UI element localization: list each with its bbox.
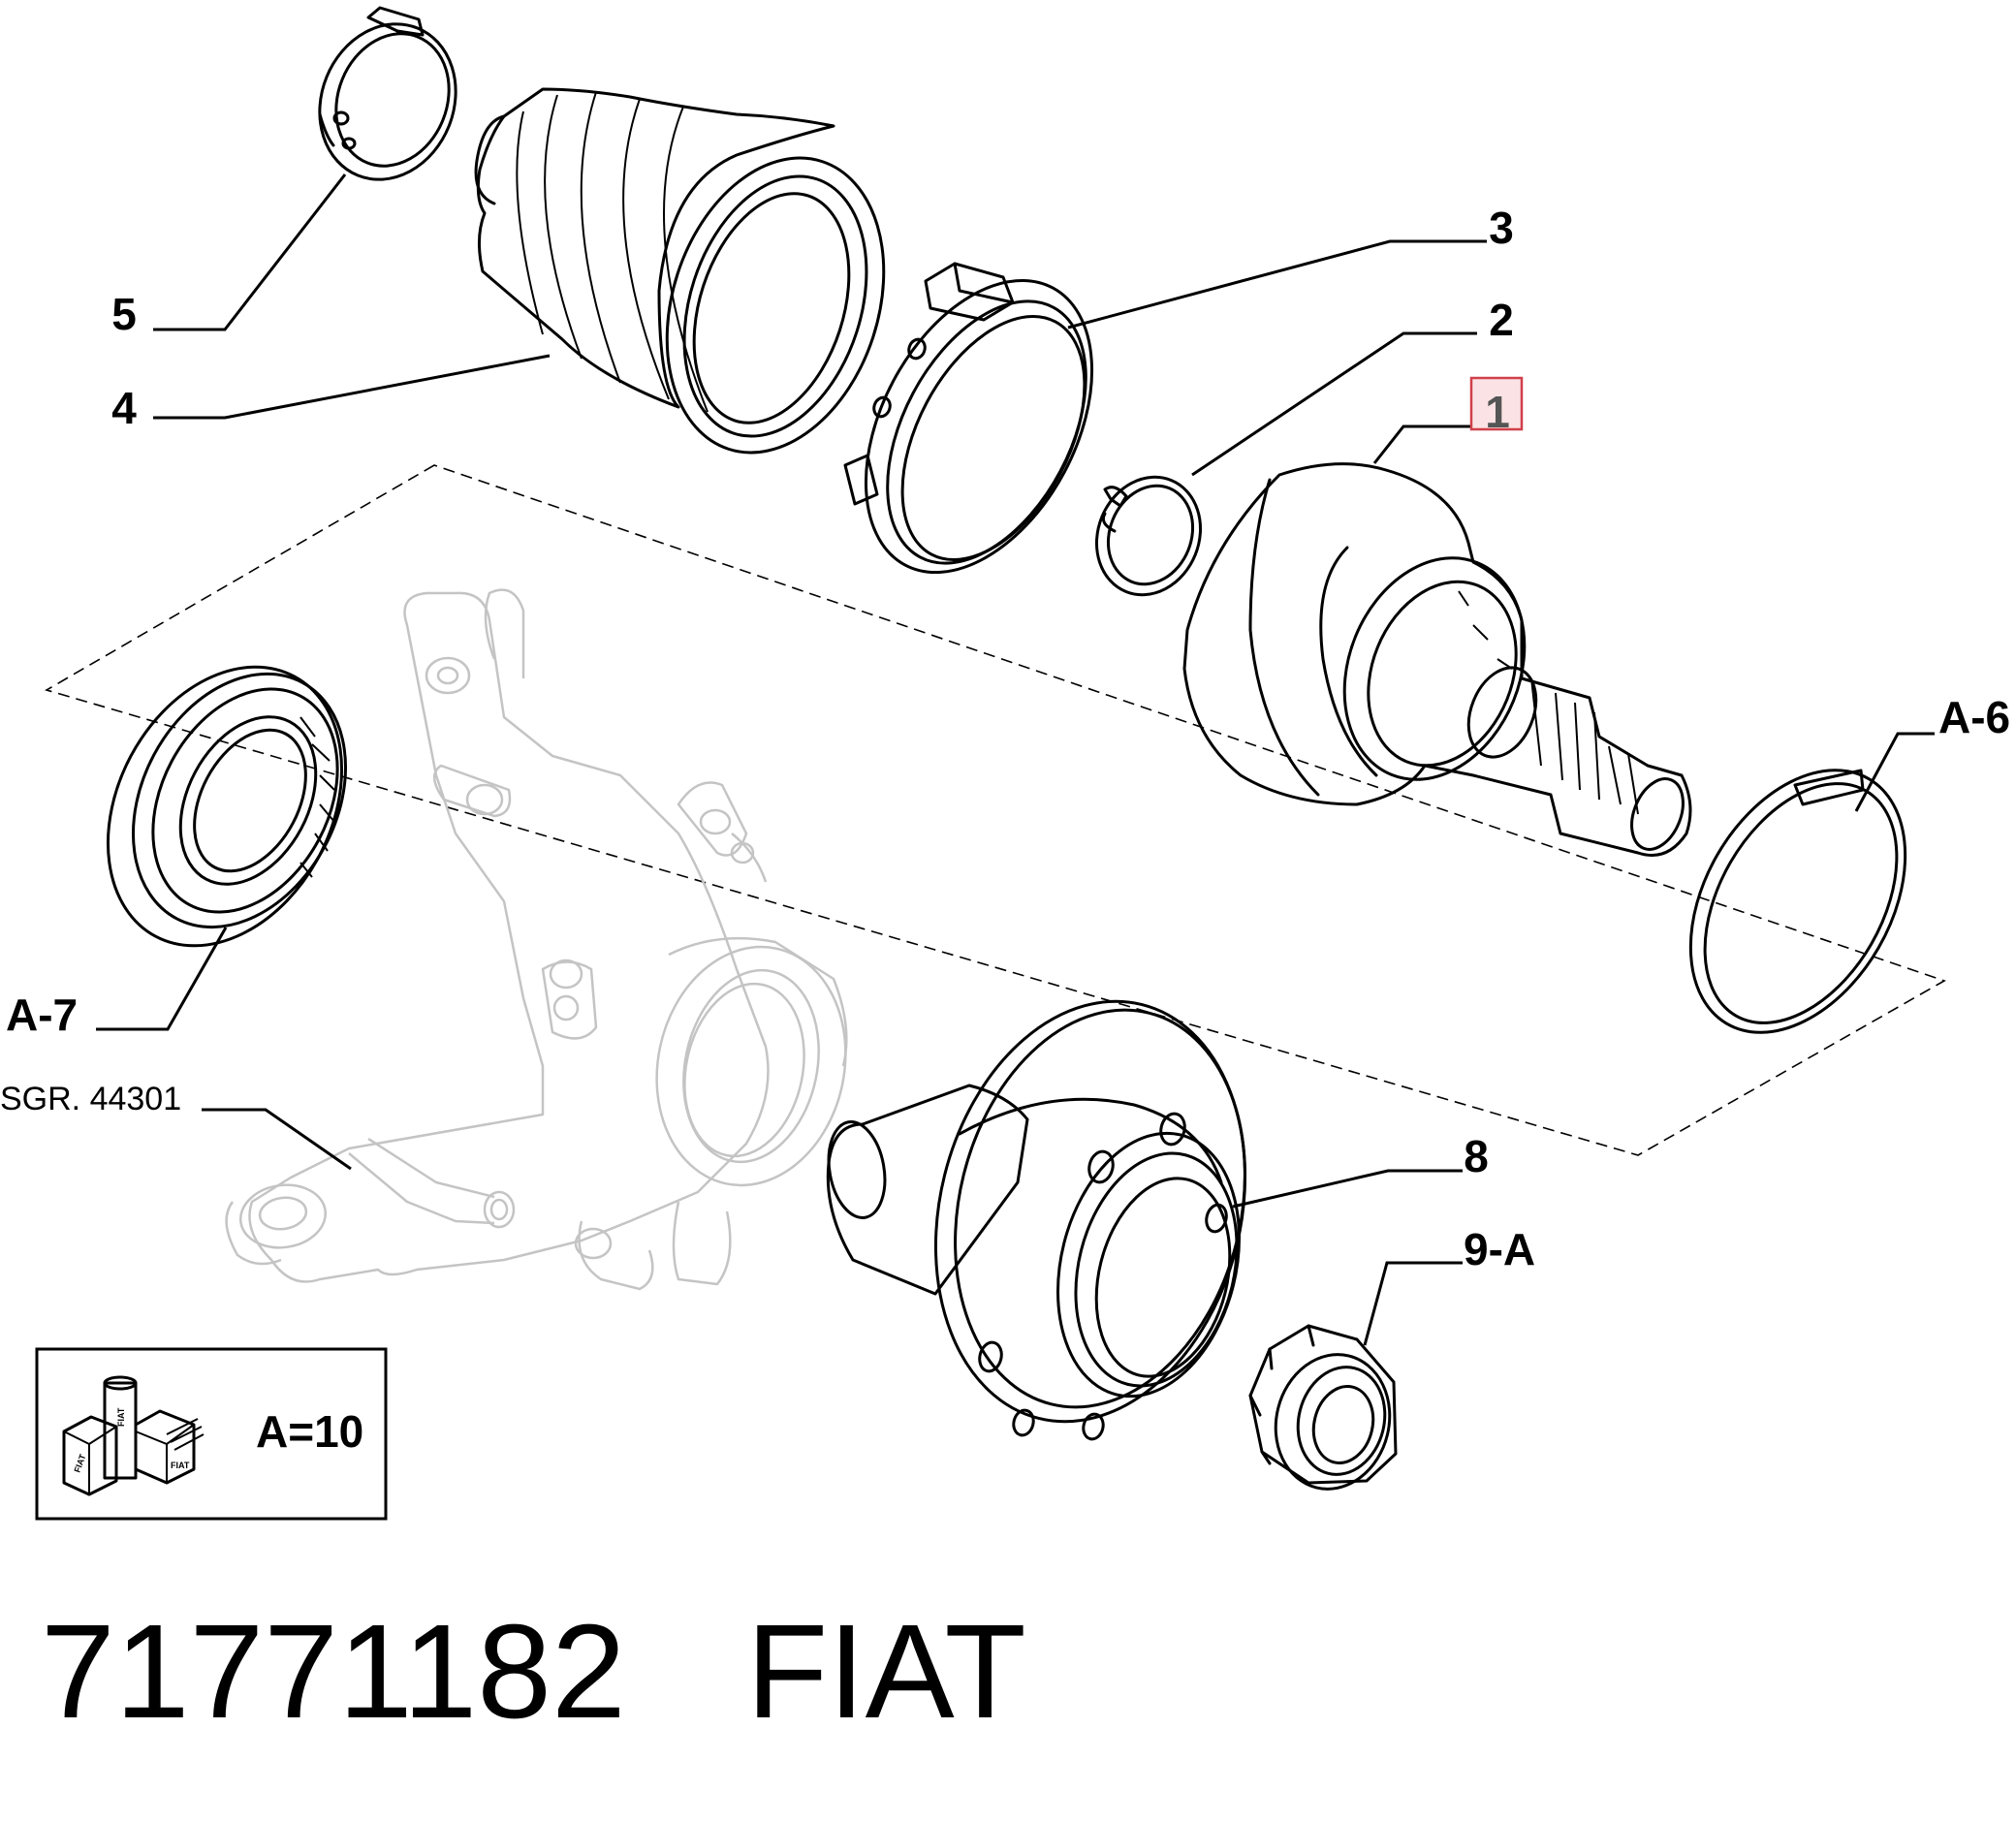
- callout-1[interactable]: 1: [1485, 387, 1510, 437]
- circlip: [1094, 475, 1203, 597]
- split-ring: [1688, 769, 1907, 1034]
- leader-5: [153, 173, 347, 331]
- steering-knuckle-ghost: [225, 588, 848, 1291]
- callout-A7[interactable]: A-7: [6, 990, 78, 1040]
- legend-text: A=10: [256, 1406, 363, 1457]
- legend-box: FIAT FIAT FIAT A=10: [35, 1347, 388, 1521]
- hub-nut: [1248, 1324, 1398, 1491]
- leader-9A: [1363, 1261, 1463, 1346]
- callout-A6[interactable]: A-6: [1938, 692, 2010, 742]
- leader-3: [1067, 239, 1487, 330]
- leader-2: [1191, 331, 1477, 477]
- assembly-dashed-outline: [44, 464, 1946, 1156]
- leader-1: [1372, 424, 1471, 464]
- wheel-bearing: [106, 665, 348, 948]
- leader-lines: [96, 173, 1935, 1346]
- leader-4: [153, 354, 551, 420]
- svg-text:FIAT: FIAT: [171, 1461, 190, 1470]
- leader-A6: [1854, 732, 1935, 812]
- outer-cv-joint: [1182, 462, 1692, 857]
- leader-8: [1232, 1169, 1463, 1209]
- callout-3[interactable]: 3: [1489, 203, 1514, 253]
- callout-9A[interactable]: 9-A: [1464, 1224, 1535, 1274]
- reference-sgr[interactable]: SGR. 44301: [0, 1081, 181, 1117]
- svg-text:FIAT: FIAT: [116, 1407, 126, 1427]
- callout-4[interactable]: 4: [111, 383, 137, 433]
- callout-5[interactable]: 5: [111, 289, 137, 339]
- footer-part-number: 71771182: [41, 1597, 626, 1746]
- wheel-hub: [826, 999, 1247, 1441]
- callout-2[interactable]: 2: [1489, 295, 1514, 345]
- large-boot-clamp: [843, 262, 1094, 575]
- leader-A7: [96, 927, 228, 1031]
- leader-sgr: [202, 1108, 352, 1171]
- highlight-box-1: [1469, 376, 1524, 431]
- small-boot-clamp: [318, 6, 457, 181]
- callout-8[interactable]: 8: [1464, 1131, 1489, 1181]
- fiat-products-icon: FIAT FIAT FIAT: [62, 1375, 205, 1496]
- footer-brand: FIAT: [746, 1597, 1026, 1746]
- cv-joint-boot: [474, 87, 886, 455]
